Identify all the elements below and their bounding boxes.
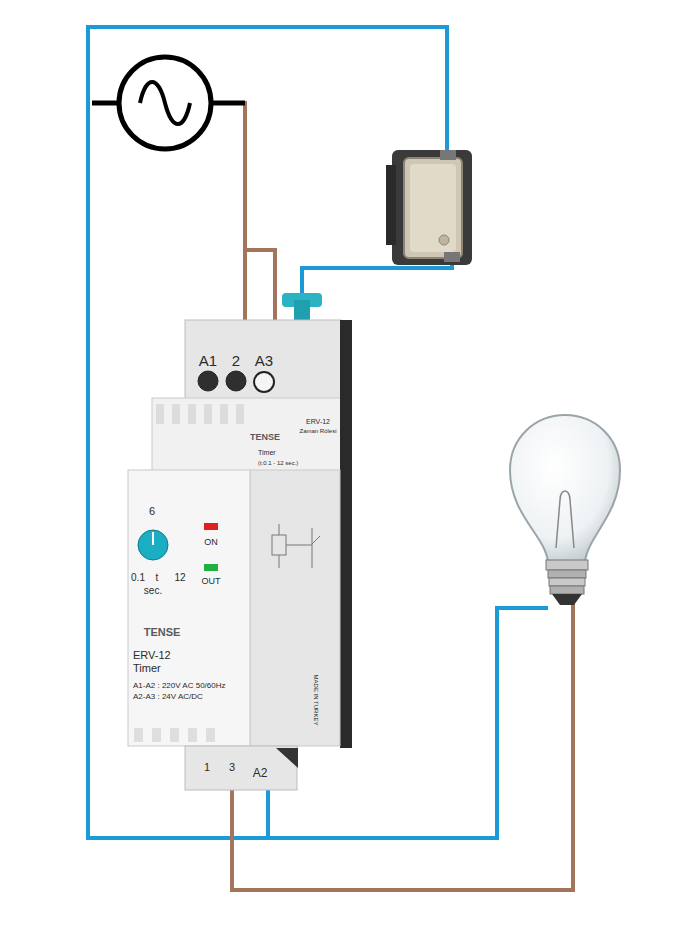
device-marking: Timer xyxy=(133,663,161,674)
device-marking: ERV-12 xyxy=(133,650,171,661)
push-switch xyxy=(386,150,472,265)
device-marking: (t:0.1 - 12 sec.) xyxy=(258,460,298,466)
device-marking: TENSE xyxy=(144,627,181,638)
device-marking: TENSE xyxy=(250,433,280,442)
device-marking: ON xyxy=(204,538,218,547)
device-marking: Timer xyxy=(258,449,276,456)
device-marking: A2-A3 : 24V AC/DC xyxy=(133,693,203,701)
device-marking: 0.1 xyxy=(131,573,145,583)
device-marking: 6 xyxy=(149,506,155,517)
device-marking: A2 xyxy=(253,767,268,779)
device-marking: t xyxy=(156,573,159,583)
device-marking: MADE IN TURKEY xyxy=(313,675,319,726)
device-marking: Zaman Rölesi xyxy=(299,428,336,434)
timer-relay: A12A3ERV-12Zaman RölesiTENSETimer(t:0.1 … xyxy=(126,318,356,793)
device-marking: OUT xyxy=(202,577,221,586)
neutral-wire xyxy=(88,27,548,838)
device-marking: A1 xyxy=(199,353,217,368)
device-marking: 12 xyxy=(174,573,185,583)
device-marking: sec. xyxy=(144,586,162,596)
relay-housing xyxy=(126,318,356,793)
device-marking: ERV-12 xyxy=(306,418,330,425)
device-marking: A1-A2 : 220V AC 50/60Hz xyxy=(133,682,226,690)
device-marking: 3 xyxy=(229,762,235,773)
light-bulb xyxy=(510,415,620,605)
device-marking: 1 xyxy=(204,762,210,773)
ac-source-symbol xyxy=(92,57,245,149)
device-marking: A3 xyxy=(255,353,273,368)
device-marking: 2 xyxy=(232,353,240,368)
